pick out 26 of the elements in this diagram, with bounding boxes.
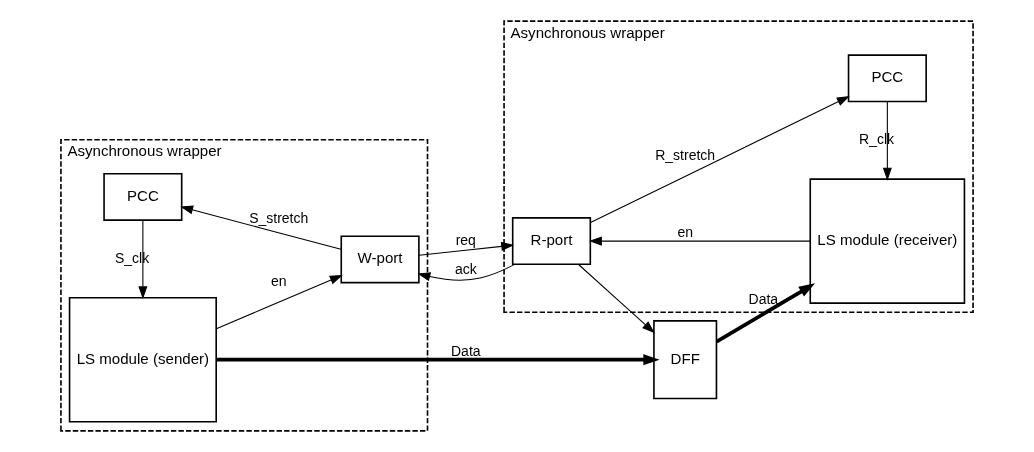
edge-label: R_stretch (655, 146, 716, 163)
arrow (216, 354, 660, 366)
node-box: PCC (847, 54, 927, 103)
node-box: DFF (653, 320, 718, 400)
node-box: LS module (sender) (68, 296, 217, 423)
edge-label: en (270, 272, 287, 289)
edge-label: Data (451, 342, 481, 359)
node-box: LS module (receiver) (809, 178, 966, 304)
node-box: PCC (103, 172, 183, 221)
edge-label: ack (454, 260, 477, 277)
arrow (588, 236, 811, 246)
arrow (882, 101, 892, 181)
edge-label: en (677, 224, 693, 241)
arrow (418, 241, 515, 256)
arrow (578, 263, 655, 334)
node-box: W-port (340, 235, 420, 284)
arrow (215, 274, 343, 330)
arrow (590, 96, 850, 224)
arrow (417, 263, 516, 282)
edge-label: req (455, 231, 476, 248)
arrow (715, 283, 816, 344)
node-box: R-port (511, 217, 592, 266)
arrow (180, 205, 342, 250)
edge-label: Data (748, 291, 779, 308)
edge-label: S_stretch (249, 210, 309, 227)
arrow (138, 219, 148, 300)
